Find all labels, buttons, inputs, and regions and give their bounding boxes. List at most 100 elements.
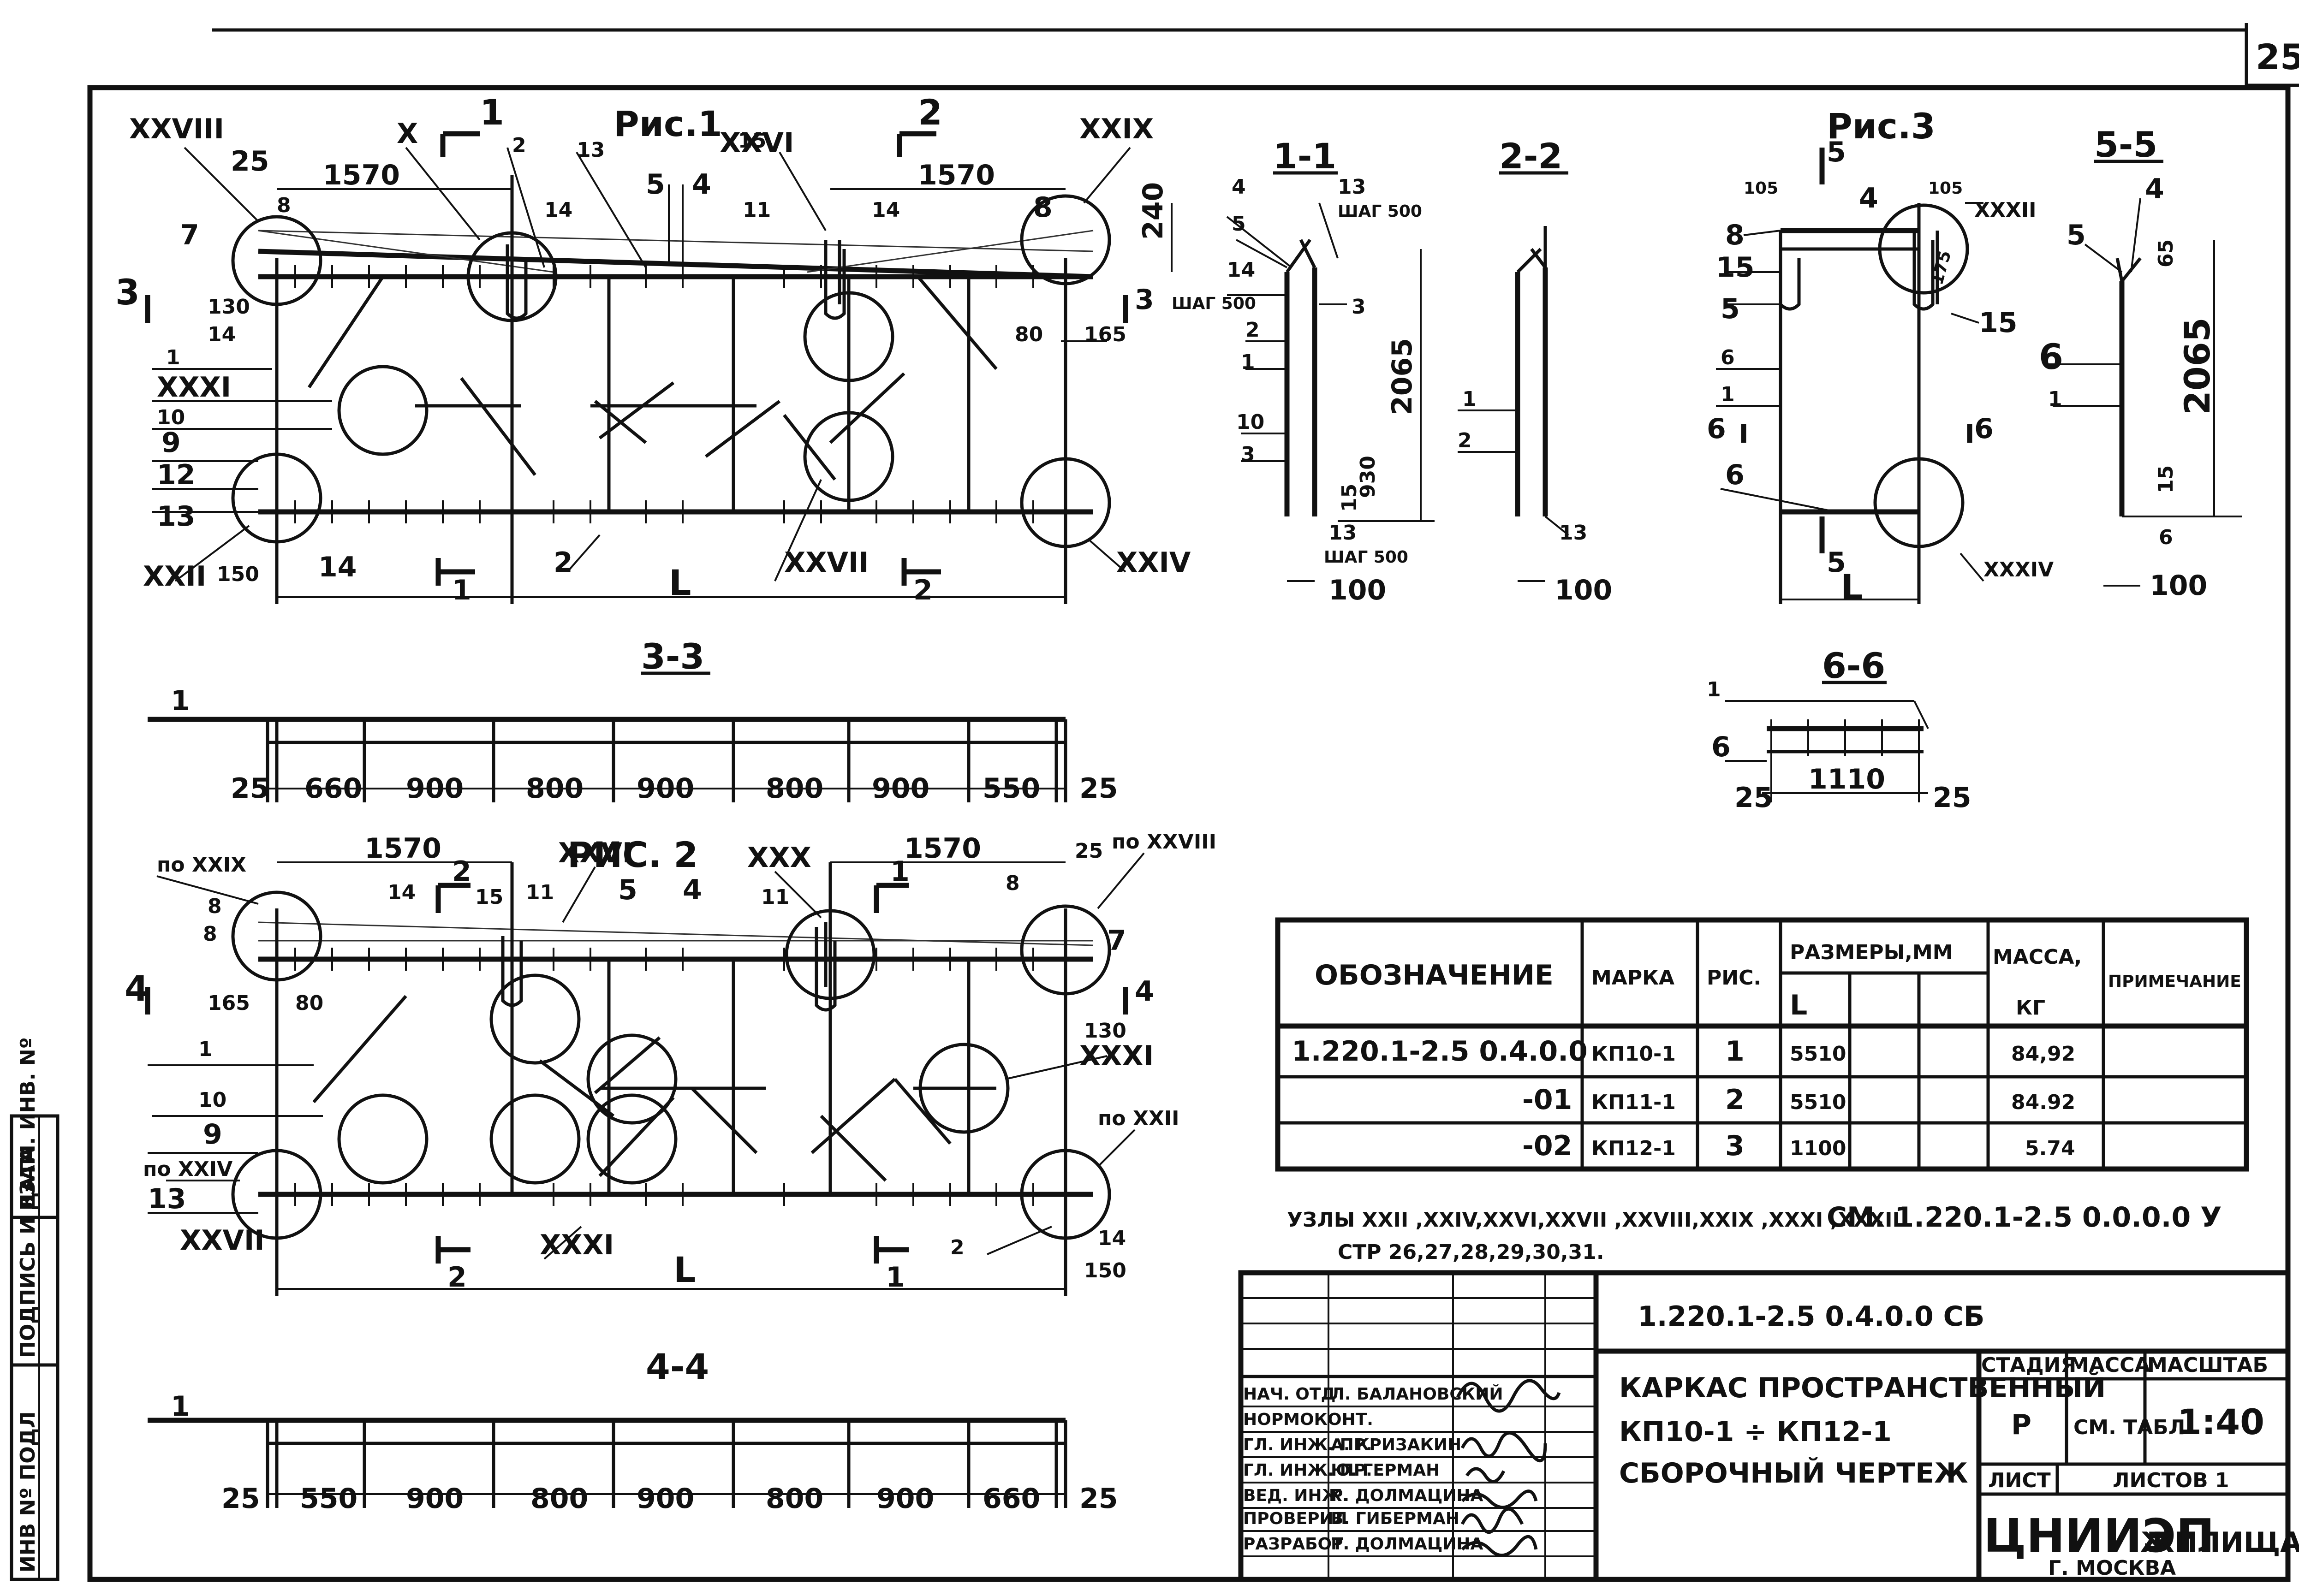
sec44-dim-3: 900 — [406, 1483, 464, 1515]
scale-value: 1:40 — [2177, 1401, 2264, 1442]
sec11-label-14: ШАГ 500 — [1324, 548, 1408, 567]
sig-role-6: ПРОВЕРИЛ — [1243, 1509, 1347, 1528]
fig1-pos-18: 14 — [872, 198, 900, 222]
sec44-dim-4: 800 — [530, 1483, 588, 1515]
sec11-label-7: 3 — [1352, 295, 1366, 319]
table-header-mass: МАССА, — [1993, 945, 2082, 969]
fig1-pos-16: 15 — [738, 129, 766, 153]
table-header-dims: РАЗМЕРЫ,ММ — [1790, 941, 1953, 964]
fig1-dim-7: 165 — [1084, 323, 1126, 346]
sec66-label-4: 1110 — [1808, 763, 1885, 795]
sec11-label-5: 14 — [1227, 258, 1255, 282]
table-row-1-designation: 1.220.1-2.5 0.4.0.0 — [1292, 1035, 1588, 1068]
side-stamp: ИНВ Nº ПОДЛ ПОДПИСЬ И ДАТА ВЗАМ. ИНВ. Nº — [10, 1037, 60, 1581]
sec55-label-7: 15 — [2154, 465, 2178, 493]
sheet-label: ЛИСТ — [1988, 1469, 2051, 1492]
table-header-fig: РИС. — [1707, 966, 1761, 990]
fig1-cut-2-top: 2 — [918, 92, 942, 133]
sec22-label-3: 13 — [1559, 521, 1587, 545]
title-block-code: 1.220.1-2.5 0.4.0.0 СБ — [1638, 1300, 1984, 1333]
fig1-dim-6: 80 — [1015, 323, 1043, 346]
sig-name-3: А. КРИЗАКИН — [1331, 1436, 1461, 1454]
side-stamp-podpis: ПОДПИСЬ И ДАТА — [16, 1147, 40, 1358]
section-1-1-title: 1-1 — [1273, 136, 1336, 177]
sec55-label-5: 1 — [2048, 387, 2062, 411]
org-city: Г. МОСКВА — [2048, 1556, 2176, 1580]
fig3-label-7: 15 — [1716, 251, 1755, 284]
org-suffix: ЖИЛИЩА — [2140, 1526, 2299, 1559]
sec22-label-4: 100 — [1555, 574, 1612, 606]
fig3-label-17: L — [1840, 567, 1863, 608]
fig1-dim-5: 130 — [208, 295, 250, 319]
side-stamp-box — [10, 1114, 60, 1581]
org-name: ЦНИИЭП — [1983, 1509, 2215, 1563]
sec33-dim-3: 900 — [406, 772, 464, 805]
sec44-dim-7: 900 — [876, 1483, 934, 1515]
sec44-dim-8: 660 — [983, 1483, 1040, 1515]
fig3-label-8: 5 — [1721, 293, 1740, 325]
notes-see: СМ. 1.220.1-2.5 0.0.0.0 У — [1827, 1201, 2222, 1234]
sec11-label-6: ШАГ 500 — [1172, 294, 1256, 313]
sec33-dim-6: 800 — [766, 772, 823, 805]
sec11-label-11: 3 — [1241, 443, 1255, 466]
sec11-label-8: 2 — [1245, 318, 1260, 342]
section-2-2-title: 2-2 — [1499, 136, 1562, 177]
stage-label: СТАДИЯ — [1981, 1353, 2076, 1377]
sec11-label-2: 13 — [1338, 175, 1366, 199]
table-header-note: ПРИМЕЧАНИЕ — [2108, 972, 2241, 991]
sec33-dim-9: 25 — [1079, 772, 1118, 805]
fig2-pos-4: 15 — [475, 885, 503, 909]
sec11-label-4: 5 — [1232, 212, 1246, 236]
sec11-label-10: 10 — [1236, 410, 1264, 434]
fig1-pos-5: 1 — [166, 346, 180, 369]
fig2-pos-5: 11 — [526, 881, 554, 904]
fig1-dim-3: 1570 — [918, 159, 995, 191]
fig2-pos-8: 11 — [761, 885, 789, 909]
spec-table: ОБОЗНАЧЕНИЕ МАРКА РИС. РАЗМЕРЫ,ММ L МАСС… — [1275, 917, 2249, 1172]
fig1-pos-8: 12 — [157, 459, 196, 491]
section-6-6-title: 6-6 — [1822, 645, 1885, 686]
section-3-3-title: 3-3 — [641, 636, 704, 677]
fig2-pos-11: 1 — [198, 1038, 213, 1061]
sec44-dim-1: 25 — [221, 1483, 260, 1515]
page-number: 25 — [2256, 36, 2299, 77]
fig1-node-8: XXIV — [1116, 546, 1191, 579]
fig2-dim-4: 165 — [208, 991, 250, 1015]
fig1-cut-3-right: 3 — [1135, 284, 1154, 316]
fig1-pos-7: 9 — [161, 427, 181, 459]
fig2-node-5: XXXI — [1079, 1040, 1154, 1072]
sec22-label-2: 2 — [1458, 429, 1472, 452]
sec44-dim-6: 800 — [766, 1483, 823, 1515]
signature-scribbles — [1456, 1379, 1561, 1557]
table-row-2-fig: 2 — [1725, 1084, 1745, 1116]
sec11-label-13: 13 — [1328, 521, 1357, 545]
fig1-cut-1-bottom: 1 — [452, 574, 471, 606]
fig3-label-4: 4 — [1859, 182, 1878, 214]
section-4-4-title: 4-4 — [646, 1346, 709, 1387]
sec33-dim-1: 25 — [231, 772, 269, 805]
sec33-left-label: 1 — [171, 685, 190, 717]
fig3-label-1: 5 — [1827, 136, 1846, 168]
fig2-pos-14: 13 — [148, 1183, 186, 1215]
sec33-dim-7: 900 — [872, 772, 929, 805]
fig2-dim-1: 1570 — [364, 832, 441, 865]
fig1-pos-17: 11 — [743, 198, 771, 222]
sig-role-4: ГЛ. ИНЖ. ПР. — [1243, 1461, 1372, 1480]
fig2-pos-10: 7 — [1107, 925, 1126, 957]
fig2-pos-12: 10 — [198, 1088, 226, 1112]
sig-role-7: РАЗРАБОТ. — [1243, 1535, 1349, 1554]
fig2-cut-4: 4 — [1135, 975, 1154, 1008]
fig2-cut-5: 2 — [447, 1261, 467, 1293]
sec22-label-1: 1 — [1462, 387, 1477, 411]
fig2-node-2: XXVI — [558, 837, 632, 869]
fig1-node-3: XXVI — [720, 127, 794, 159]
sec55-label-2: 5 — [2067, 219, 2086, 251]
section-2-2: 2-2 1 2 13 100 — [1458, 136, 1612, 606]
fig2-pos-2: 8 — [203, 922, 217, 946]
table-row-2-l: 5510 — [1790, 1091, 1846, 1114]
table-row-1-mass: 84,92 — [2011, 1042, 2075, 1066]
table-row-3-designation: -02 — [1522, 1130, 1572, 1162]
fig2-pos-15: 14 — [1098, 1227, 1126, 1250]
fig1-pos-9: 13 — [157, 500, 196, 533]
table-row-3-mark: КП12-1 — [1591, 1137, 1676, 1160]
